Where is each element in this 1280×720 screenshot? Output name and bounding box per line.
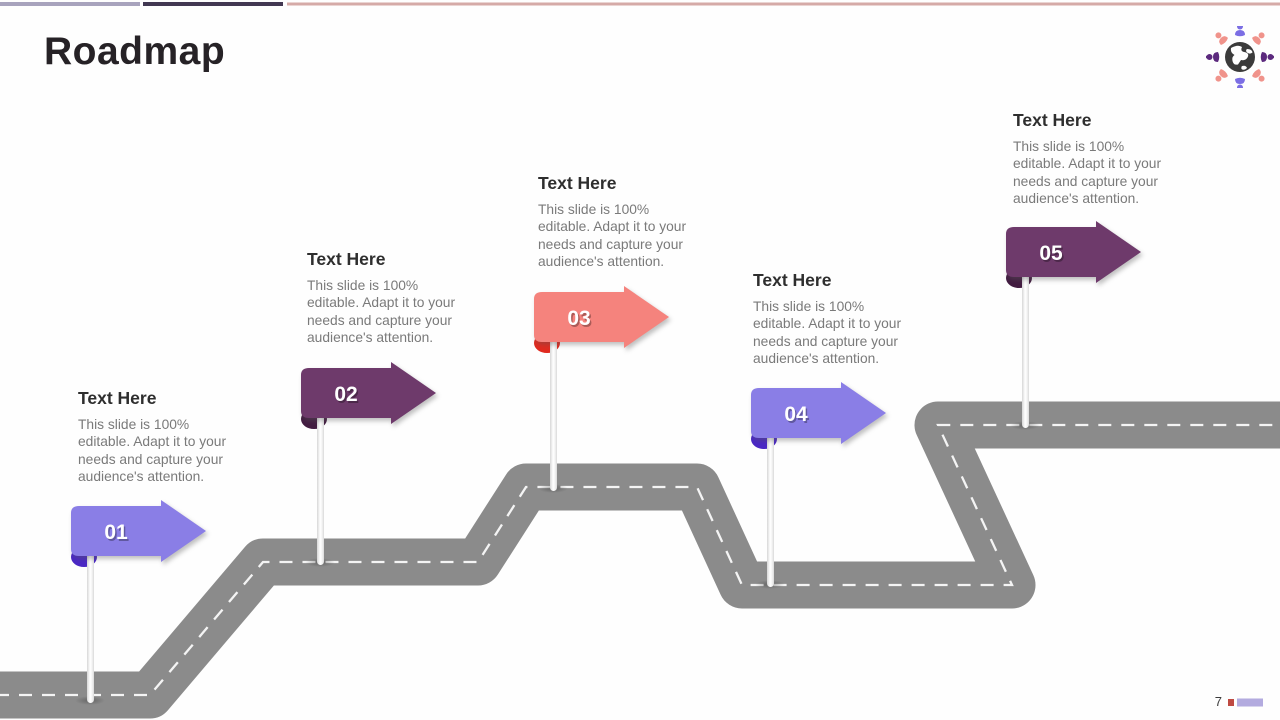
footer-marks (1228, 698, 1263, 707)
person-icon (1235, 77, 1245, 88)
road-centerline (0, 423, 1280, 697)
milestone-flag-03: 03 03 (534, 286, 669, 348)
signpost-pole (316, 391, 324, 565)
globe-people-logo-icon (1206, 26, 1274, 88)
arrow-flag-shape (71, 500, 206, 562)
milestone-text-01: Text Here This slide is 100% editable. A… (78, 388, 263, 486)
arrow-flag-shape (534, 286, 669, 348)
signpost-pole (86, 529, 94, 703)
person-icon (1212, 29, 1229, 46)
milestone-description: This slide is 100% editable. Adapt it to… (538, 202, 687, 270)
milestone-text-04: Text Here This slide is 100% editable. A… (753, 270, 938, 368)
flag-number-shadow: 05 (1041, 244, 1065, 267)
signpost-pole (549, 315, 557, 491)
milestone-text-02: Text Here This slide is 100% editable. A… (307, 249, 492, 347)
milestone-flag-02: 02 02 (301, 362, 436, 424)
flag-number-shadow: 01 (106, 523, 130, 546)
flag-number-shadow: 03 (569, 309, 592, 332)
signpost-pole (766, 411, 774, 587)
milestone-heading: Text Here (78, 388, 157, 408)
milestone-heading: Text Here (1013, 110, 1092, 130)
arrow-flag-shape (1006, 221, 1141, 283)
milestone-text-05: Text Here This slide is 100% editable. A… (1013, 110, 1198, 208)
milestone-heading: Text Here (307, 249, 386, 269)
signpost-pole (1021, 250, 1029, 428)
milestone-heading: Text Here (538, 173, 617, 193)
flag-number: 05 (1039, 242, 1063, 265)
flag-number: 01 (104, 521, 128, 544)
milestone-flag-04: 04 04 (751, 382, 886, 444)
milestone-description: This slide is 100% editable. Adapt it to… (78, 417, 227, 485)
footer-square (1228, 699, 1234, 706)
top-bar-2 (143, 2, 283, 6)
milestone-flag-01: 01 01 (71, 500, 206, 562)
milestone-heading: Text Here (753, 270, 832, 290)
globe-continents (1230, 45, 1253, 70)
person-icon (1251, 68, 1268, 85)
flag-number-shadow: 04 (786, 405, 810, 428)
top-accent-bars (0, 2, 1280, 6)
person-icon (1235, 26, 1245, 37)
milestone-description: This slide is 100% editable. Adapt it to… (1013, 139, 1162, 207)
page-title: Roadmap (44, 30, 226, 73)
logo-dot (1206, 55, 1210, 59)
milestone-description: This slide is 100% editable. Adapt it to… (753, 299, 902, 367)
person-icon (1251, 29, 1268, 46)
person-icon (1212, 68, 1229, 85)
arrow-flag-shape (751, 382, 886, 444)
footer-bar (1237, 698, 1263, 707)
flag-number-shadow: 02 (336, 385, 359, 408)
page-number: 7 (1214, 694, 1222, 709)
milestone-flag-05: 05 05 (1006, 221, 1141, 283)
top-bar-1 (0, 2, 140, 6)
milestone-description: This slide is 100% editable. Adapt it to… (307, 278, 456, 346)
flag-number: 02 (334, 383, 357, 406)
milestone-text-03: Text Here This slide is 100% editable. A… (538, 173, 723, 271)
flag-number: 03 (567, 307, 590, 330)
logo-dot (1270, 55, 1274, 59)
flag-number: 04 (784, 403, 808, 426)
top-bar-3 (287, 2, 1280, 6)
arrow-flag-shape (301, 362, 436, 424)
